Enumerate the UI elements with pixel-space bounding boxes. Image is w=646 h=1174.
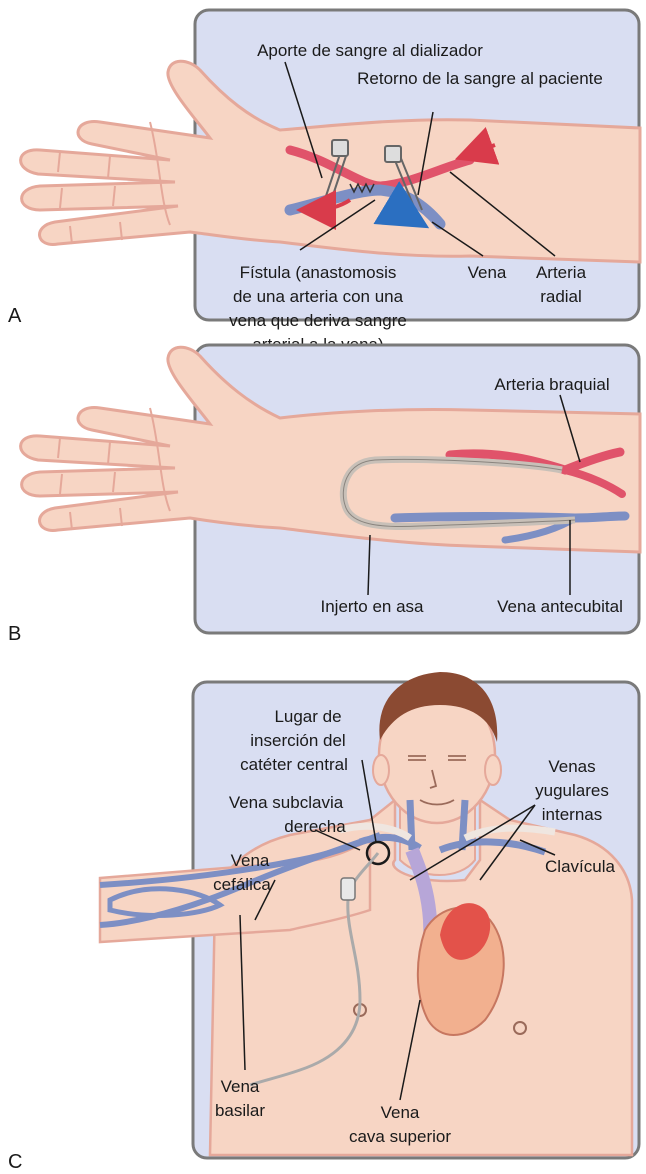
label-insertion-site-2: inserción del [250,731,345,750]
label-jugular-1: Venas [548,757,595,776]
label-fistula-3: vena que deriva sangre [229,311,407,330]
label-radial-artery-2: radial [540,287,582,306]
label-clavicle: Clavícula [545,857,615,876]
left-jugular-vein [462,800,465,850]
label-fistula-1: Fístula (anastomosis [240,263,397,282]
label-jugular-2: yugulares [535,781,609,800]
label-return-patient: Retorno de la sangre al paciente [357,69,603,88]
label-svc-2: cava superior [349,1127,451,1146]
panel-c: Lugar de inserción del catéter central V… [8,672,639,1173]
label-cephalic-2: cefálica [213,875,271,894]
label-fistula-2: de una arteria con una [233,287,404,306]
panel-a: Aporte de sangre al dializador Retorno d… [8,10,640,354]
catheter-clamp [341,878,355,900]
label-radial-artery-1: Arteria [536,263,587,282]
label-basilic-1: Vena [221,1077,260,1096]
label-insertion-site-3: catéter central [240,755,348,774]
panel-letter-b: B [8,623,21,645]
label-cephalic-1: Vena [231,851,270,870]
label-basilic-2: basilar [215,1101,265,1120]
label-svc-1: Vena [381,1103,420,1122]
panel-b: Arteria braquial Injerto en asa Vena ant… [8,345,640,645]
panel-letter-a: A [8,305,22,327]
label-right-subclavian-1: Vena subclavia [229,793,344,812]
panel-letter-c: C [8,1151,22,1173]
label-vein-a: Vena [468,263,507,282]
label-supply-dialyzer: Aporte de sangre al dializador [257,41,483,60]
antecubital-vein-b [395,516,625,518]
ear-right [373,755,389,785]
label-loop-graft: Injerto en asa [320,597,424,616]
right-jugular-vein [410,800,412,850]
label-right-subclavian-2: derecha [284,817,346,836]
label-antecubital-vein: Vena antecubital [497,597,623,616]
ear-left [485,755,501,785]
label-brachial-artery: Arteria braquial [494,375,609,394]
label-insertion-site-1: Lugar de [274,707,341,726]
label-jugular-3: internas [542,805,602,824]
